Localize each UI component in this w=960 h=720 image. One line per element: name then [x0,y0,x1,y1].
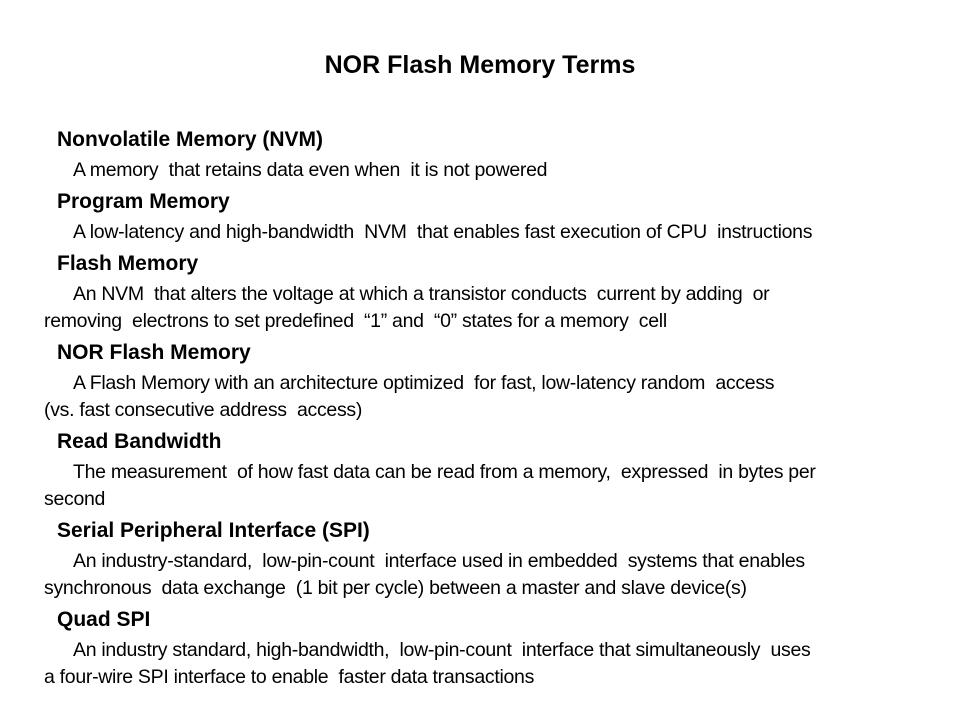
term-heading: NOR Flash Memory [57,341,251,364]
term-block: Serial Peripheral Interface (SPI) An ind… [0,519,960,602]
term-heading: Nonvolatile Memory (NVM) [57,128,324,151]
term-block: NOR Flash Memory A Flash Memory with an … [0,341,960,424]
term-definition: A low-latency and high-bandwidth NVM tha… [44,219,930,246]
definition-line: An NVM that alters the voltage at which … [73,283,770,305]
term-heading: Program Memory [57,190,230,213]
term-heading: Flash Memory [57,252,199,275]
term-block: Quad SPI An industry standard, high-band… [0,608,960,691]
term-heading: Read Bandwidth [57,430,222,453]
slide-title: NOR Flash Memory Terms [324,51,636,79]
definition-line: second [44,488,106,510]
term-block: Read Bandwidth The measurement of how fa… [0,430,960,513]
terms-list: Nonvolatile Memory (NVM) A memory that r… [0,128,960,691]
term-block: Program Memory A low-latency and high-ba… [0,190,960,246]
definition-line: a four-wire SPI interface to enable fast… [44,666,535,688]
definition-line: A memory that retains data even when it … [73,159,548,181]
slide: NOR Flash Memory Terms Nonvolatile Memor… [0,50,960,720]
term-block: Flash Memory An NVM that alters the volt… [0,252,960,335]
definition-line: The measurement of how fast data can be … [73,461,816,483]
term-block: Nonvolatile Memory (NVM) A memory that r… [0,128,960,184]
term-heading: Quad SPI [57,608,151,631]
definition-line: removing electrons to set predefined “1”… [44,310,667,332]
definition-line: A low-latency and high-bandwidth NVM tha… [73,221,813,243]
definition-line: (vs. fast consecutive address access) [44,399,363,421]
term-definition: An industry standard, high-bandwidth, lo… [44,637,930,691]
term-heading: Serial Peripheral Interface (SPI) [57,519,370,542]
term-definition: An industry-standard, low-pin-count inte… [44,548,930,602]
definition-line: A Flash Memory with an architecture opti… [73,372,775,394]
term-definition: An NVM that alters the voltage at which … [44,281,930,335]
term-definition: A memory that retains data even when it … [44,157,930,184]
definition-line: synchronous data exchange (1 bit per cyc… [44,577,747,599]
definition-line: An industry standard, high-bandwidth, lo… [73,639,811,661]
definition-line: An industry-standard, low-pin-count inte… [73,550,805,572]
term-definition: A Flash Memory with an architecture opti… [44,370,930,424]
term-definition: The measurement of how fast data can be … [44,459,930,513]
